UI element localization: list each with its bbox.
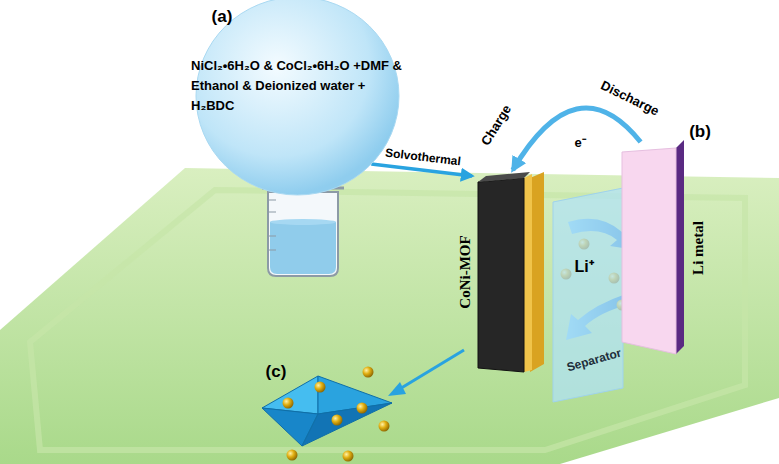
annotation: Charge [478, 102, 514, 148]
beaker [262, 188, 344, 276]
annotation: e⁻ [574, 133, 585, 151]
panel-letter: (c) [266, 362, 287, 382]
lithium-plate [622, 148, 676, 354]
current-collector [530, 172, 544, 372]
separator-node: Separator [553, 188, 623, 402]
recipe-text: NiCl₂•6H₂O & CoCl₂•6H₂O +DMF & Ethanol &… [191, 56, 412, 116]
current-collector-edge [524, 174, 532, 372]
electrode-slab [478, 178, 524, 372]
annotation: Li⁺ [574, 255, 593, 277]
node-shape [553, 188, 623, 402]
vertical-label: CoNi-MOF [457, 235, 474, 308]
lithium-edge [676, 140, 684, 354]
edge-label: Solvothermal [385, 146, 462, 169]
panel-letter: (b) [689, 122, 711, 142]
separator-sheet [553, 188, 623, 402]
lithium-node: Li metal [622, 140, 684, 356]
node-shape [478, 172, 536, 372]
arrow-to-crystal [388, 350, 464, 396]
panel-letter: (a) [212, 7, 233, 27]
electron-flow-arrow [513, 108, 641, 170]
electrode-node: CoNi-MOF [478, 172, 536, 372]
vertical-label: Li metal [690, 221, 707, 275]
bubble-node: NiCl₂•6H₂O & CoCl₂•6H₂O +DMF & Ethanol &… [195, 0, 400, 196]
bubble [196, 0, 399, 195]
node-shape [622, 140, 684, 356]
electrode-top [478, 172, 530, 182]
